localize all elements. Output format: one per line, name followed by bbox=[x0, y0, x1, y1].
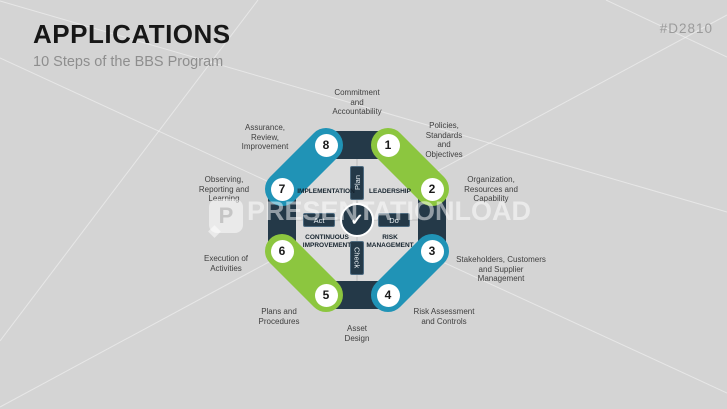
pdca-do-label: Do bbox=[389, 215, 399, 225]
quadrant-continuous-improvement: CONTINUOUS IMPROVEMENT bbox=[302, 234, 352, 249]
step-label-3: Stakeholders, Customers and Supplier Man… bbox=[456, 255, 546, 283]
quadrant-risk-management: RISK MANAGEMENT bbox=[366, 234, 414, 249]
step-label-2: Organization, Resources and Capability bbox=[464, 175, 518, 203]
step-label-asset-design: Asset Design bbox=[344, 324, 370, 343]
step-node-1[interactable]: 1 bbox=[376, 133, 400, 157]
pdca-check-label: Check bbox=[352, 247, 362, 269]
step-label-4: Risk Assessment and Controls bbox=[413, 307, 475, 326]
quadrant-leadership: LEADERSHIP bbox=[369, 188, 411, 196]
step-node-7[interactable]: 7 bbox=[270, 177, 294, 201]
watermark-logo-letter: P bbox=[218, 203, 234, 228]
watermark-logo: P bbox=[209, 199, 243, 233]
step-number: 5 bbox=[322, 288, 330, 302]
pdca-plan-bar[interactable]: Plan bbox=[350, 166, 364, 200]
step-node-4[interactable]: 4 bbox=[376, 283, 400, 307]
step-label-1: Policies, Standards and Objectives bbox=[425, 121, 463, 159]
pdca-check-bar[interactable]: Check bbox=[350, 241, 364, 275]
center-checkmark-badge: ✓ bbox=[340, 203, 374, 237]
step-number: 7 bbox=[278, 182, 286, 196]
step-number: 1 bbox=[384, 138, 392, 152]
quadrant-implementation: IMPLEMENTATION bbox=[297, 188, 355, 196]
pdca-act-bar[interactable]: Act bbox=[303, 213, 335, 227]
step-label-8: Assurance, Review, Improvement bbox=[241, 123, 289, 151]
step-node-2[interactable]: 2 bbox=[420, 177, 444, 201]
step-label-6: Execution of Activities bbox=[203, 254, 249, 273]
step-label-5: Plans and Procedures bbox=[258, 307, 300, 326]
step-number: 2 bbox=[428, 182, 436, 196]
slide-code: #D2810 bbox=[659, 21, 713, 36]
checkmark-icon: ✓ bbox=[350, 212, 364, 229]
page-title: APPLICATIONS bbox=[33, 19, 231, 49]
step-node-3[interactable]: 3 bbox=[420, 239, 444, 263]
step-node-5[interactable]: 5 bbox=[314, 283, 338, 307]
step-node-6[interactable]: 6 bbox=[270, 239, 294, 263]
title-block: APPLICATIONS 10 Steps of the BBS Program bbox=[33, 20, 231, 70]
step-node-8[interactable]: 8 bbox=[314, 133, 338, 157]
step-label-commitment: Commitment and Accountability bbox=[332, 88, 382, 116]
step-number: 3 bbox=[428, 244, 436, 258]
pdca-act-label: Act bbox=[313, 215, 325, 225]
pdca-do-bar[interactable]: Do bbox=[378, 213, 410, 227]
page-subtitle: 10 Steps of the BBS Program bbox=[33, 53, 224, 70]
step-number: 4 bbox=[384, 288, 392, 302]
step-number: 6 bbox=[278, 244, 286, 258]
step-number: 8 bbox=[322, 138, 330, 152]
